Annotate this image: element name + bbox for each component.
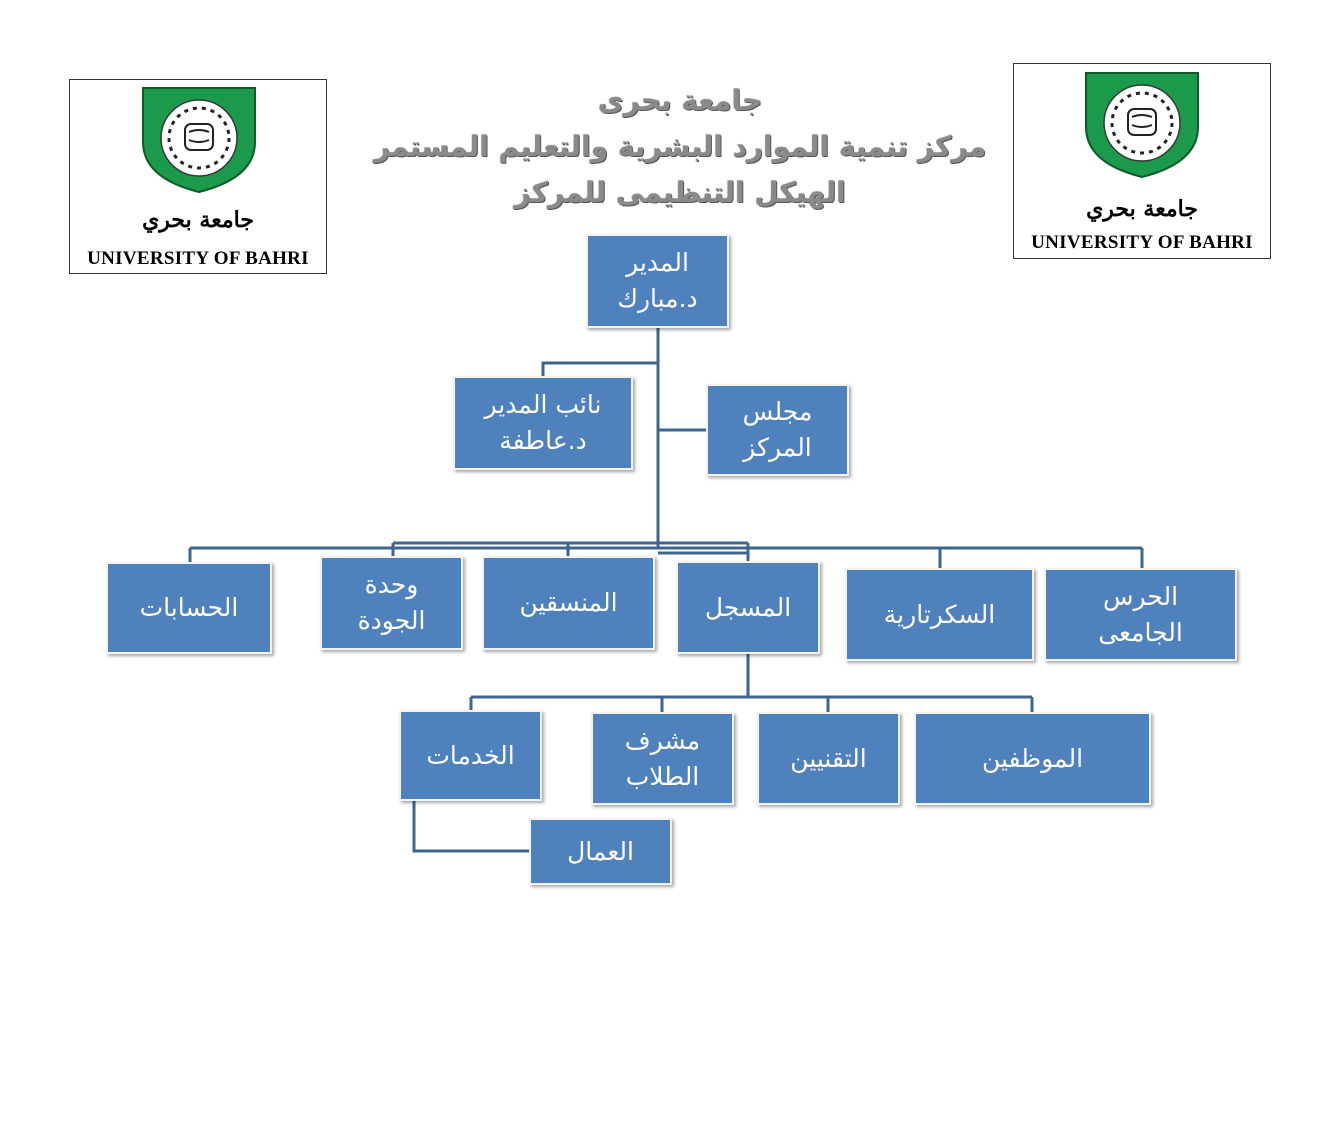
- title-center-name: مركز تنمية الموارد البشرية والتعليم المس…: [373, 130, 987, 163]
- director-box: المدير د.مبارك: [586, 234, 729, 328]
- employees-box: الموظفين: [914, 712, 1151, 805]
- student-supervisor-line2: الطلاب: [625, 761, 700, 791]
- university-logo-left: جامعة بحري UNIVERSITY OF BAHRI: [69, 79, 327, 274]
- director-name: د.مبارك: [617, 284, 698, 313]
- employees-label: الموظفين: [981, 743, 1084, 773]
- secretariat-label: السكرتارية: [883, 599, 996, 629]
- council-box: مجلس المركز: [706, 384, 849, 476]
- guard-label-line2: الجامعى: [1098, 617, 1183, 647]
- services-label: الخدمات: [426, 740, 515, 770]
- quality-unit-box: وحدة الجودة: [320, 556, 463, 650]
- council-label-line1: مجلس: [742, 397, 813, 426]
- council-label-line2: المركز: [743, 433, 812, 462]
- technicians-box: التقنيين: [757, 712, 900, 805]
- deputy-box: نائب المدير د.عاطفة: [453, 376, 633, 470]
- workers-label: العمال: [567, 836, 634, 866]
- logo-english-name: UNIVERSITY OF BAHRI: [87, 248, 309, 269]
- student-supervisor-box: مشرف الطلاب: [591, 712, 734, 805]
- title-org-structure: الهيكل التنظيمى للمركز: [514, 176, 846, 209]
- student-supervisor-line1: مشرف: [624, 725, 701, 755]
- workers-box: العمال: [529, 818, 672, 885]
- university-shield-icon: [142, 87, 256, 194]
- quality-label-line2: الجودة: [357, 606, 426, 635]
- guard-label-line1: الحرس: [1103, 581, 1179, 611]
- registrar-box: المسجل: [676, 561, 820, 654]
- technicians-label: التقنيين: [790, 743, 867, 773]
- university-shield-icon: [1085, 72, 1199, 179]
- registrar-label: المسجل: [704, 592, 792, 622]
- secretariat-box: السكرتارية: [845, 568, 1034, 661]
- deputy-title: نائب المدير: [484, 390, 602, 419]
- logo-arabic-name: جامعة بحري: [142, 207, 254, 233]
- director-title: المدير: [626, 248, 689, 277]
- deputy-name: د.عاطفة: [499, 426, 587, 455]
- coordinators-box: المنسقين: [482, 556, 655, 650]
- quality-label-line1: وحدة: [364, 570, 419, 599]
- title-university: جامعة بحرى: [597, 84, 763, 117]
- logo-english-name: UNIVERSITY OF BAHRI: [1031, 232, 1253, 253]
- university-logo-right: جامعة بحري UNIVERSITY OF BAHRI: [1013, 63, 1271, 259]
- accounts-label: الحسابات: [139, 593, 239, 622]
- coordinators-label: المنسقين: [519, 588, 618, 617]
- accounts-box: الحسابات: [106, 562, 272, 654]
- university-guard-box: الحرس الجامعى: [1044, 568, 1237, 661]
- logo-arabic-name: جامعة بحري: [1086, 196, 1198, 222]
- services-box: الخدمات: [399, 710, 542, 801]
